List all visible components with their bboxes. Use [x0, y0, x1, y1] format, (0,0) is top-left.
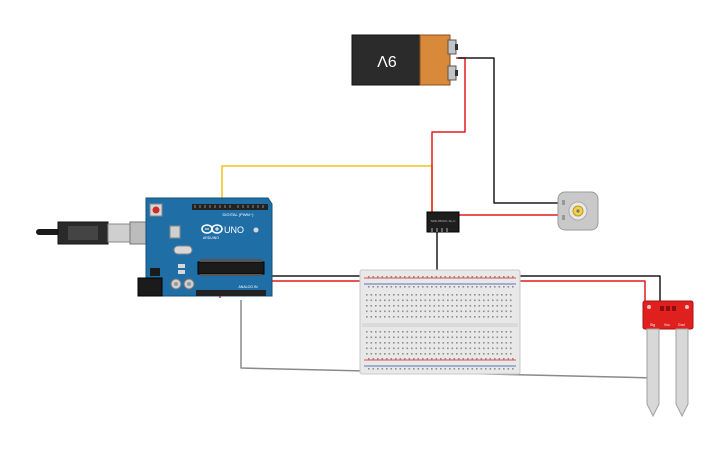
arduino-analog-header-label: ANALOG IN: [238, 285, 258, 289]
arduino-board[interactable]: DIGITAL (PWM~) UNO ARDUINO: [137, 197, 273, 297]
wire-black-battery-motor[interactable]: [458, 57, 560, 204]
relay-label: SRD-05VDC-SL-C: [431, 219, 457, 223]
soil-sensor-icon[interactable]: Sig Vcc Gnd: [642, 300, 694, 418]
breadboard-holes: [366, 276, 514, 370]
breadboard[interactable]: [359, 269, 521, 375]
arduino-model: UNO: [224, 225, 244, 235]
arduino-brand: ARDUINO: [203, 236, 219, 240]
usb-cable-icon[interactable]: [36, 221, 161, 245]
motor-icon[interactable]: [557, 191, 599, 231]
arduino-logo-icon: [201, 224, 223, 234]
relay-icon[interactable]: SRD-05VDC-SL-C: [426, 211, 460, 233]
sensor-pin-vcc: Vcc: [664, 323, 670, 327]
battery-label: 9V: [377, 52, 397, 69]
battery-icon[interactable]: 9V: [351, 34, 458, 86]
sensor-pin-sig: Sig: [650, 323, 655, 327]
arduino-digital-header-label: DIGITAL (PWM~): [223, 212, 255, 217]
sensor-pin-gnd: Gnd: [678, 323, 685, 327]
